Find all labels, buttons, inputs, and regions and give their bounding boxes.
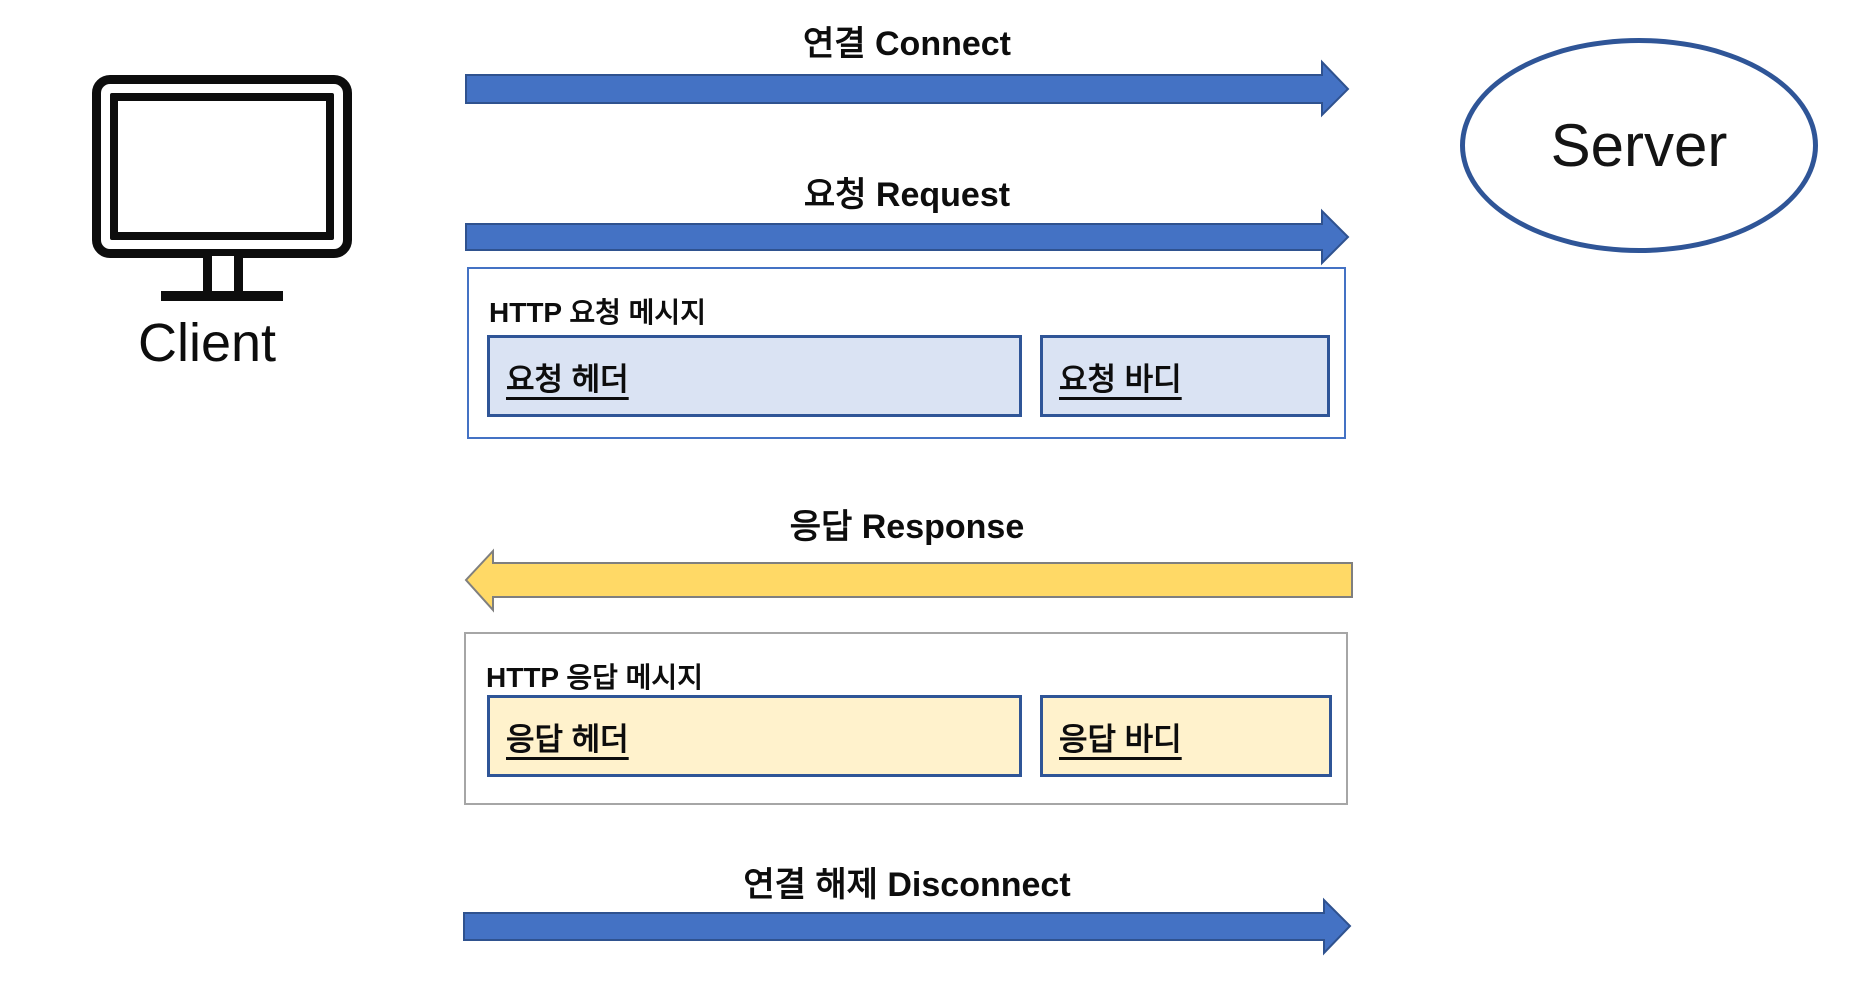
request-body-label: 요청 바디 [1059, 361, 1182, 397]
request-arrow-icon [465, 208, 1350, 266]
response-header-label: 응답 헤더 [506, 721, 629, 757]
response-arrow-icon [464, 548, 1353, 613]
monitor-frame [92, 75, 352, 258]
monitor-stand-neck [203, 256, 243, 294]
disconnect-arrow-icon [463, 897, 1352, 956]
http-response-message-box: HTTP 응답 메시지 응답 헤더 응답 바디 [464, 632, 1348, 805]
http-request-message-box: HTTP 요청 메시지 요청 헤더 요청 바디 [467, 267, 1346, 439]
client-label: Client [137, 313, 277, 373]
connect-arrow-icon [465, 59, 1350, 118]
server-ellipse: Server [1460, 38, 1818, 253]
response-body-label: 응답 바디 [1059, 721, 1182, 757]
connect-label: 연결 Connect [802, 25, 1011, 63]
response-body-box: 응답 바디 [1040, 695, 1332, 777]
request-header-box: 요청 헤더 [487, 335, 1022, 417]
server-label: Server [1550, 112, 1728, 179]
response-header-box: 응답 헤더 [487, 695, 1022, 777]
disconnect-label: 연결 해제 Disconnect [743, 866, 1071, 904]
http-request-message-title: HTTP 요청 메시지 [489, 297, 706, 328]
http-response-message-title: HTTP 응답 메시지 [486, 662, 703, 693]
request-body-box: 요청 바디 [1040, 335, 1330, 417]
response-label: 응답 Response [789, 508, 1025, 546]
request-header-label: 요청 헤더 [506, 361, 629, 397]
monitor-stand-base [161, 291, 283, 301]
request-label: 요청 Request [803, 176, 1011, 214]
monitor-screen [110, 93, 334, 240]
